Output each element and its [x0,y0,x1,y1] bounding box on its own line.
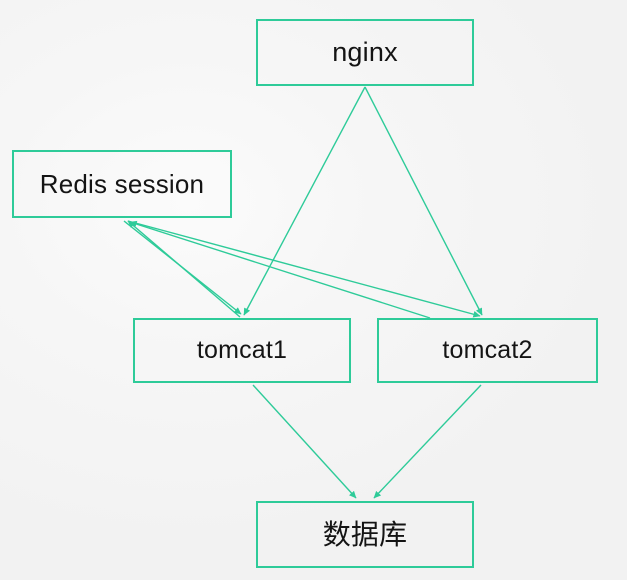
node-tomcat2-label: tomcat2 [442,336,533,364]
edge-tomcat2-to-database [373,384,482,499]
node-tomcat1[interactable]: tomcat1 [133,318,351,383]
node-redis-session[interactable]: Redis session [12,150,232,218]
edge-redis-to-tomcat1 [123,220,242,315]
node-tomcat1-label: tomcat1 [196,336,288,364]
node-nginx[interactable]: nginx [256,19,474,86]
node-database-label: 数据库 [322,517,408,551]
edge-tomcat2-to-redis [129,220,431,319]
edge-tomcat1-to-redis [127,220,241,318]
node-tomcat2[interactable]: tomcat2 [377,318,598,383]
edge-redis-to-tomcat2 [127,220,481,318]
node-redis-session-label: Redis session [39,169,205,199]
edge-tomcat1-to-database [252,384,357,499]
edge-nginx-to-tomcat1 [243,86,366,316]
node-database[interactable]: 数据库 [256,501,474,568]
edge-nginx-to-tomcat2 [364,86,483,316]
node-nginx-label: nginx [332,37,398,67]
